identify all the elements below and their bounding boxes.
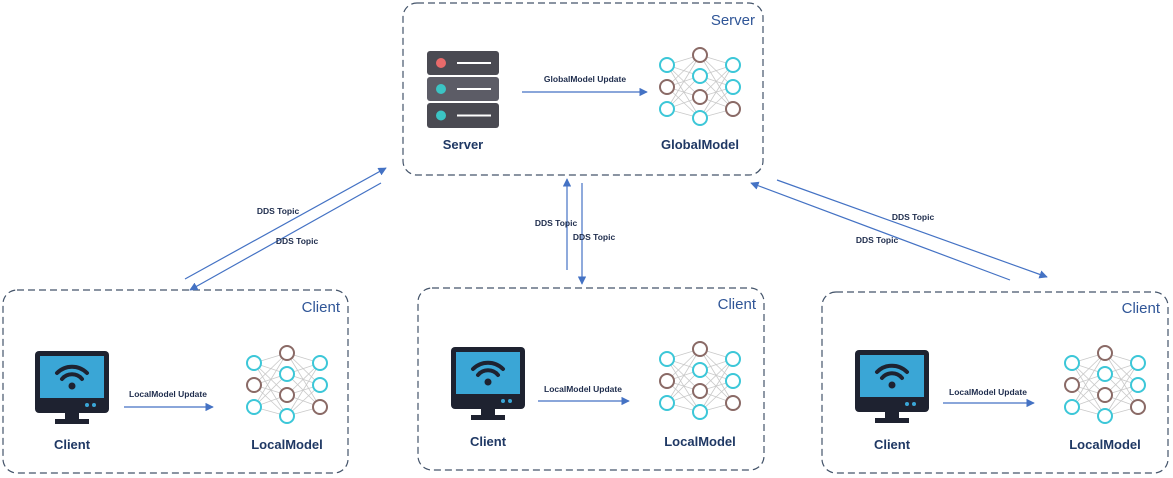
local-model-update-label: LocalModel Update — [949, 387, 1027, 397]
client-box-right: Client Client LocalModel Update LocalMod… — [821, 291, 1169, 474]
dds-topic-label: DDS Topic — [276, 236, 319, 246]
server-box-title: Server — [711, 12, 755, 29]
dds-down-arrow — [189, 182, 382, 291]
local-model-label: LocalModel — [1069, 437, 1141, 452]
server-label: Server — [443, 137, 483, 152]
dds-up-arrow — [184, 167, 387, 280]
monitor-wifi-icon — [853, 348, 931, 425]
neural-network-icon — [246, 345, 328, 424]
local-model-label: LocalModel — [664, 434, 736, 449]
client-label: Client — [874, 437, 911, 452]
client-box-border — [2, 289, 349, 474]
server-box-border — [402, 2, 764, 176]
client-label: Client — [470, 434, 507, 449]
client-box-left: Client Client LocalModel Update LocalMod… — [2, 289, 349, 474]
client-box-title: Client — [718, 296, 757, 313]
dds-link-left: DDS Topic DDS Topic — [184, 167, 387, 291]
dds-link-center: DDS Topic DDS Topic — [535, 178, 616, 285]
client-box-border — [821, 291, 1169, 474]
server-box: Server Server GlobalModel Update GlobalM… — [402, 2, 764, 176]
client-box-center: Client Client LocalModel Update LocalMod… — [417, 287, 765, 471]
neural-network-icon — [1064, 345, 1146, 424]
client-label: Client — [54, 437, 91, 452]
client-box-border — [417, 287, 765, 471]
local-model-update-label: LocalModel Update — [129, 389, 207, 399]
dds-topic-label: DDS Topic — [257, 206, 300, 216]
client-box-title: Client — [302, 299, 341, 316]
monitor-wifi-icon — [449, 345, 527, 422]
dds-down-arrow — [776, 179, 1048, 279]
dds-topic-label: DDS Topic — [856, 235, 899, 245]
local-model-update-label: LocalModel Update — [544, 384, 622, 394]
global-model-label: GlobalModel — [661, 137, 739, 152]
dds-topic-label: DDS Topic — [535, 218, 578, 228]
dds-topic-label: DDS Topic — [573, 232, 616, 242]
dds-topic-label: DDS Topic — [892, 212, 935, 222]
global-model-update-label: GlobalModel Update — [544, 74, 626, 84]
server-rack-icon — [427, 51, 499, 128]
dds-up-arrow — [750, 181, 1011, 281]
neural-network-icon — [659, 341, 741, 420]
local-model-label: LocalModel — [251, 437, 323, 452]
client-box-title: Client — [1122, 300, 1161, 317]
monitor-wifi-icon — [33, 349, 111, 426]
neural-network-icon — [659, 47, 741, 126]
dds-link-right: DDS Topic DDS Topic — [750, 179, 1048, 281]
